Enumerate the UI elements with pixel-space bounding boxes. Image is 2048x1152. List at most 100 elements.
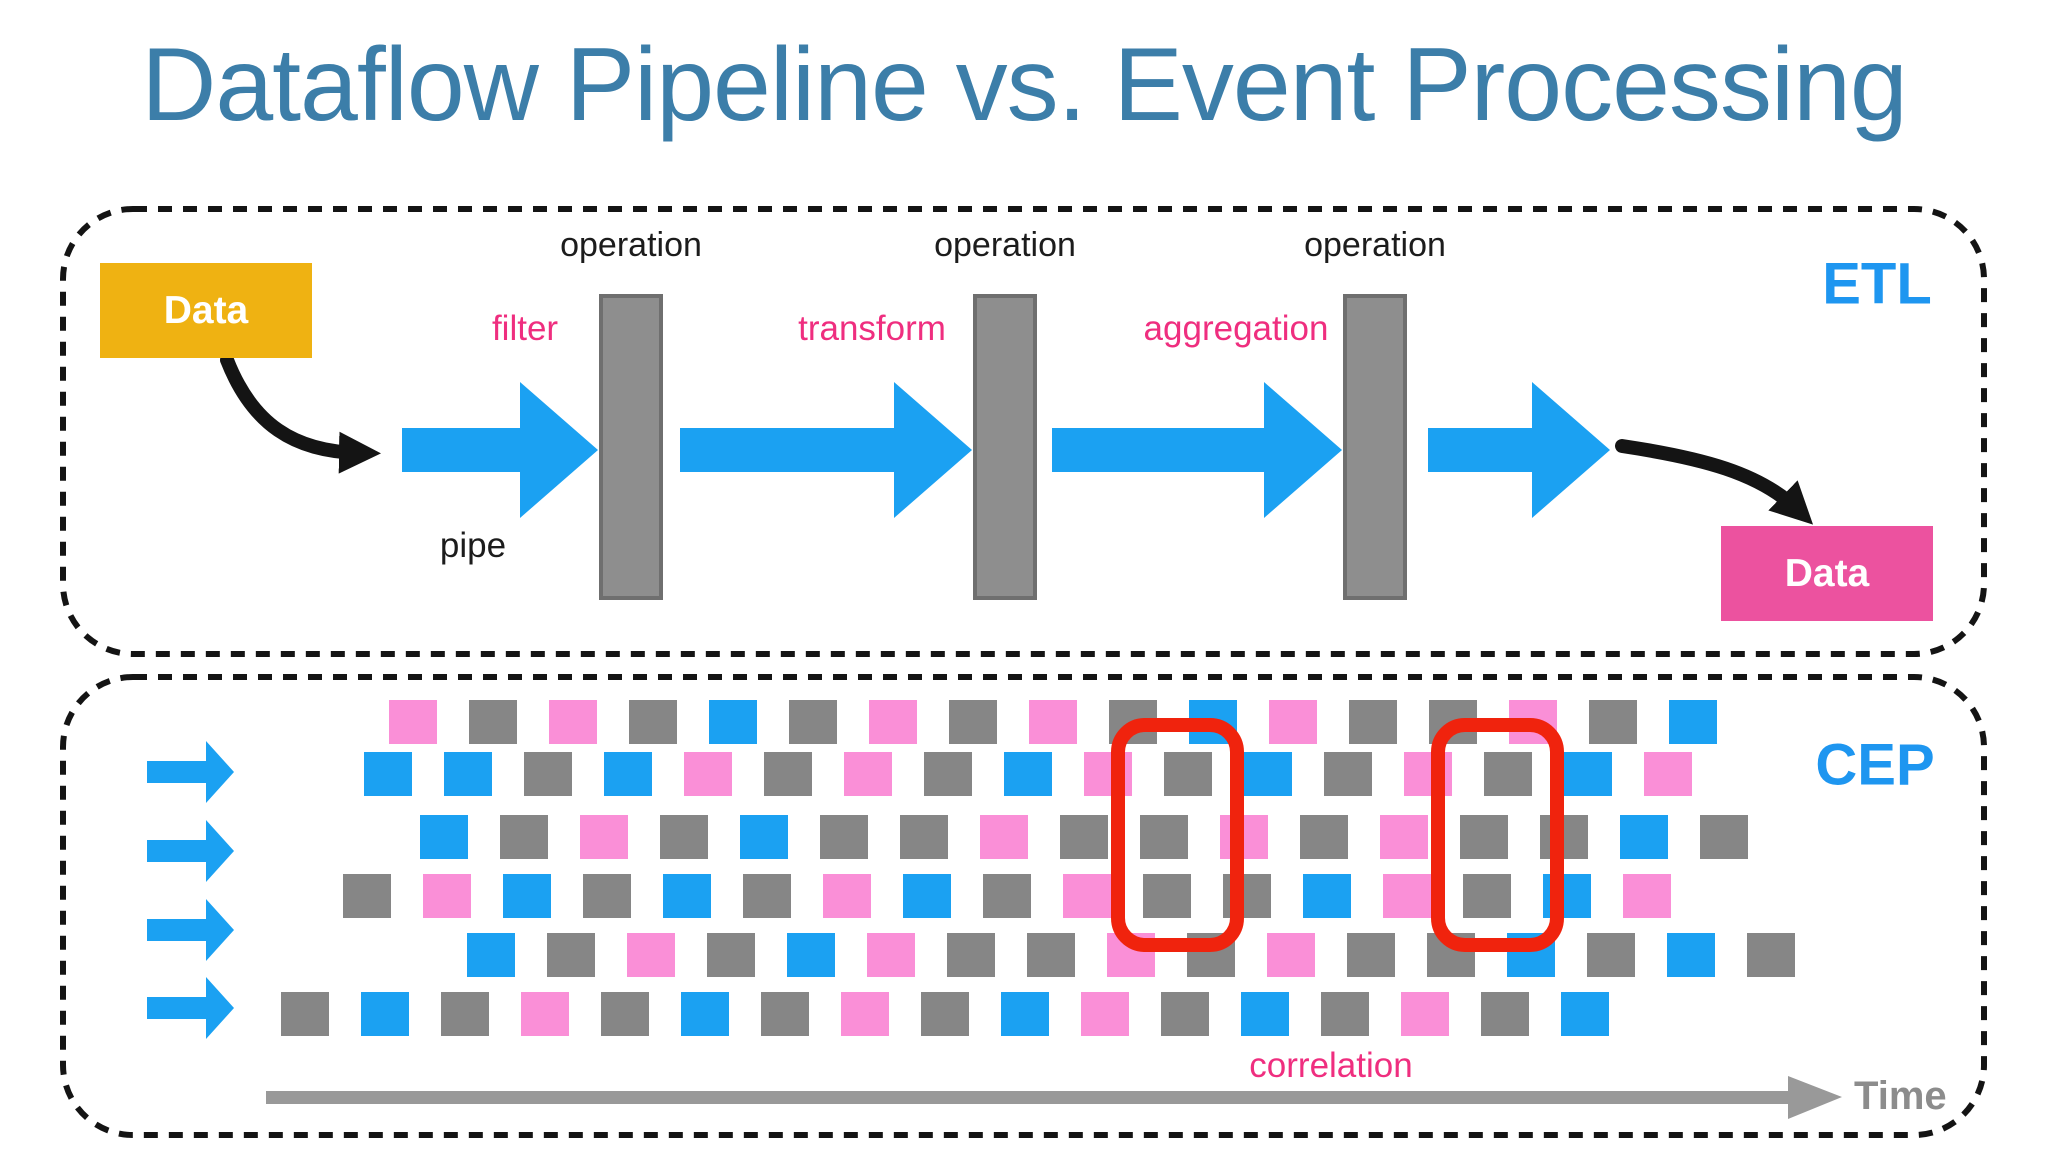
event-block-gray [1140, 815, 1188, 859]
stream-arrow-icon [147, 741, 234, 803]
event-block-gray [1481, 992, 1529, 1036]
event-block-gray [1460, 815, 1508, 859]
curved-connector-arrow-icon [1615, 439, 1814, 525]
event-block-blue [1241, 992, 1289, 1036]
event-block-gray [583, 874, 631, 918]
event-block-pink [869, 700, 917, 744]
transform-label: transform [798, 309, 946, 348]
event-block-pink [1623, 874, 1671, 918]
event-block-gray [707, 933, 755, 977]
event-block-pink [1081, 992, 1129, 1036]
time-axis-arrow-icon [266, 1076, 1842, 1119]
event-block-blue [1244, 752, 1292, 796]
event-block-blue [1620, 815, 1668, 859]
event-block-pink [1383, 874, 1431, 918]
event-block-blue [1303, 874, 1351, 918]
data-source-label: Data [163, 288, 249, 332]
event-block-gray [983, 874, 1031, 918]
event-block-gray [547, 933, 595, 977]
event-block-gray [1347, 933, 1395, 977]
event-block-blue [1001, 992, 1049, 1036]
page-title: Dataflow Pipeline vs. Event Processing [141, 27, 1908, 143]
operation-bar [973, 294, 1037, 600]
event-block-blue [1667, 933, 1715, 977]
event-block-blue [364, 752, 412, 796]
event-block-blue [681, 992, 729, 1036]
filter-label: filter [491, 309, 559, 348]
event-block-gray [469, 700, 517, 744]
event-block-gray [1349, 700, 1397, 744]
time-axis-label: Time [1854, 1074, 1947, 1118]
event-block-gray [500, 815, 548, 859]
etl-section-label: ETL [1822, 251, 1932, 317]
event-block-pink [1644, 752, 1692, 796]
event-block-pink [1063, 874, 1111, 918]
event-block-pink [423, 874, 471, 918]
event-block-pink [521, 992, 569, 1036]
event-block-gray [524, 752, 572, 796]
event-block-gray [1747, 933, 1795, 977]
event-block-blue [467, 933, 515, 977]
event-block-pink [389, 700, 437, 744]
event-block-gray [1700, 815, 1748, 859]
event-block-gray [1161, 992, 1209, 1036]
event-block-gray [601, 992, 649, 1036]
event-block-pink [1267, 933, 1315, 977]
event-block-gray [660, 815, 708, 859]
operation-label: operation [934, 226, 1076, 264]
event-block-gray [789, 700, 837, 744]
event-block-gray [1589, 700, 1637, 744]
event-block-gray [1463, 874, 1511, 918]
operation-label: operation [1304, 226, 1446, 264]
event-block-gray [1587, 933, 1635, 977]
event-block-gray [947, 933, 995, 977]
operation-bar [599, 294, 663, 600]
event-block-pink [844, 752, 892, 796]
event-block-gray [743, 874, 791, 918]
stream-arrow-icon [147, 899, 234, 961]
event-block-pink [1269, 700, 1317, 744]
event-block-pink [1401, 992, 1449, 1036]
stream-arrow-icon [147, 977, 234, 1039]
event-block-pink [684, 752, 732, 796]
event-block-blue [663, 874, 711, 918]
event-block-blue [444, 752, 492, 796]
curved-connector-arrow-icon [220, 353, 381, 474]
correlation-label: correlation [1249, 1046, 1413, 1085]
event-block-pink [627, 933, 675, 977]
event-block-blue [604, 752, 652, 796]
event-block-blue [709, 700, 757, 744]
event-block-blue [740, 815, 788, 859]
event-block-blue [1561, 992, 1609, 1036]
pipe-arrow-icon [1428, 382, 1610, 518]
event-block-gray [900, 815, 948, 859]
event-block-gray [629, 700, 677, 744]
event-block-gray [921, 992, 969, 1036]
event-block-gray [1164, 752, 1212, 796]
data-sink-box: Data [1721, 526, 1933, 621]
data-source-box: Data [100, 263, 312, 358]
data-sink-label: Data [1784, 551, 1870, 595]
correlation-highlight [1111, 718, 1244, 952]
event-block-pink [1380, 815, 1428, 859]
event-block-gray [1321, 992, 1369, 1036]
event-block-gray [1484, 752, 1532, 796]
event-block-gray [441, 992, 489, 1036]
pipe-arrow-icon [1052, 382, 1342, 518]
event-block-blue [503, 874, 551, 918]
event-block-blue [787, 933, 835, 977]
event-block-pink [867, 933, 915, 977]
event-block-blue [1669, 700, 1717, 744]
event-block-pink [841, 992, 889, 1036]
event-block-gray [1300, 815, 1348, 859]
correlation-highlight [1431, 718, 1564, 952]
event-block-pink [1029, 700, 1077, 744]
event-block-blue [903, 874, 951, 918]
event-block-gray [1143, 874, 1191, 918]
event-block-gray [281, 992, 329, 1036]
pipe-arrow-icon [402, 382, 598, 518]
event-block-pink [1220, 815, 1268, 859]
event-block-gray [1027, 933, 1075, 977]
